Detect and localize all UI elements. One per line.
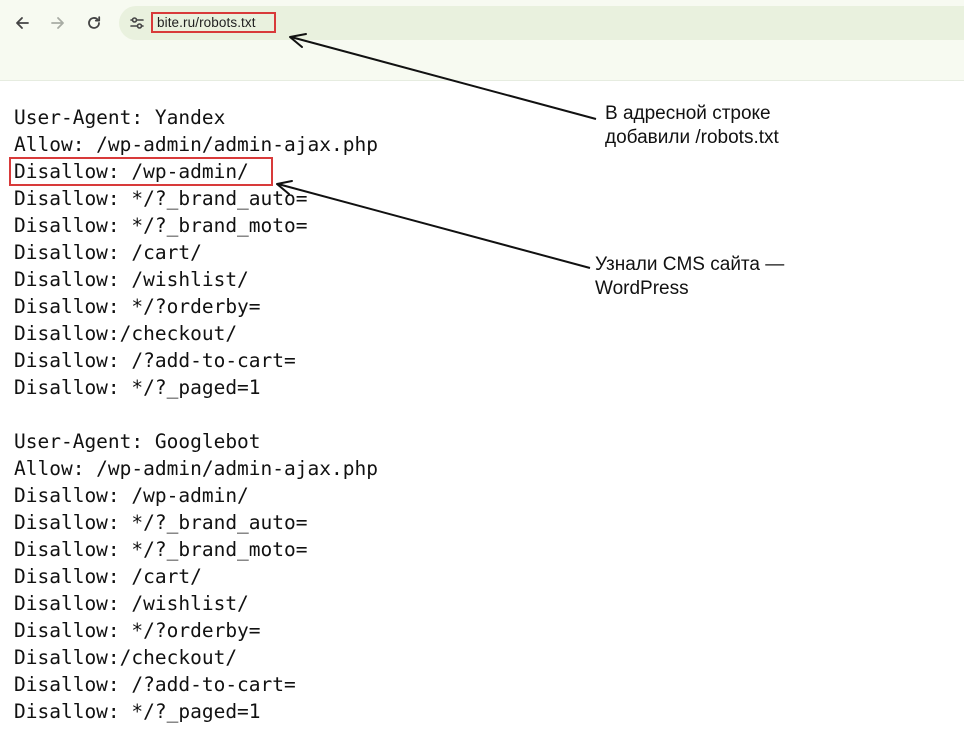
robots-line: Disallow: */?_paged=1: [14, 376, 261, 399]
robots-line: Disallow: /cart/: [14, 241, 202, 264]
url-annotation-line-1: В адресной строке: [605, 103, 771, 124]
robots-line: Disallow: */?_paged=1: [14, 700, 261, 723]
robots-line: Disallow: /?add-to-cart=: [14, 349, 296, 372]
robots-line: Disallow: /wp-admin/: [14, 160, 249, 183]
robots-line: Disallow:/checkout/: [14, 322, 238, 345]
robots-line: Disallow: */?_brand_auto=: [14, 187, 308, 210]
robots-line: Disallow: /?add-to-cart=: [14, 673, 296, 696]
robots-line: Disallow: /cart/: [14, 565, 202, 588]
browser-toolbar: bite.ru/robots.txt: [0, 0, 964, 81]
robots-line: Allow: /wp-admin/admin-ajax.php: [14, 133, 378, 156]
reload-button[interactable]: [82, 11, 106, 35]
forward-button[interactable]: [46, 11, 70, 35]
robots-line: Disallow: */?_brand_moto=: [14, 214, 308, 237]
url-text[interactable]: bite.ru/robots.txt: [157, 15, 256, 30]
robots-line: Disallow: */?_brand_moto=: [14, 538, 308, 561]
robots-line: Allow: /wp-admin/admin-ajax.php: [14, 457, 378, 480]
robots-line: User-Agent: Googlebot: [14, 430, 261, 453]
cms-annotation-line-2: WordPress: [595, 278, 689, 299]
site-info-button[interactable]: [127, 13, 147, 33]
robots-line: Disallow: /wishlist/: [14, 592, 249, 615]
url-annotation: В адресной строке добавили /robots.txt: [605, 102, 779, 150]
tune-icon: [130, 17, 144, 29]
back-button[interactable]: [10, 11, 34, 35]
robots-line: User-Agent: Yandex: [14, 106, 226, 129]
arrow-left-icon: [16, 17, 29, 29]
cms-annotation-line-1: Узнали CMS сайта —: [595, 254, 785, 275]
blank-line: [14, 401, 378, 428]
robots-line: Disallow: /wp-admin/: [14, 484, 249, 507]
robots-line: Disallow: */?_brand_auto=: [14, 511, 308, 534]
address-bar[interactable]: [119, 6, 964, 40]
url-annotation-line-2: добавили /robots.txt: [605, 127, 779, 148]
robots-line: Disallow: */?orderby=: [14, 619, 261, 642]
cms-annotation: Узнали CMS сайта — WordPress: [595, 253, 784, 301]
robots-line: Disallow:/checkout/: [14, 646, 238, 669]
robots-line: Disallow: */?orderby=: [14, 295, 261, 318]
robots-line: Disallow: /wishlist/: [14, 268, 249, 291]
arrow-right-icon: [51, 17, 64, 29]
reload-icon: [88, 16, 101, 29]
